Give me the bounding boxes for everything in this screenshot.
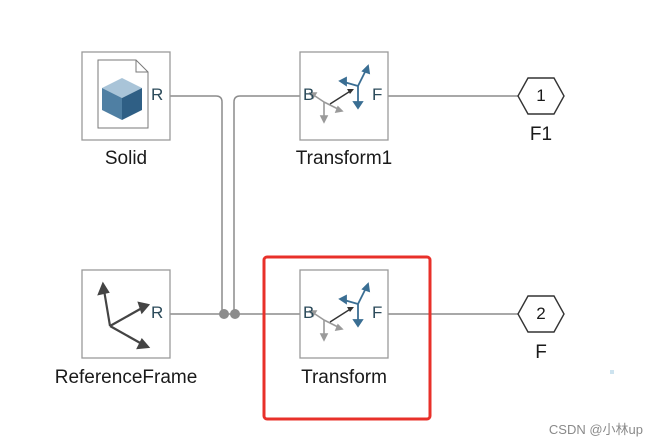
outport-1-number: 1	[536, 86, 546, 105]
transform-port-f: F	[372, 303, 383, 322]
outport-2-label: F	[535, 342, 547, 363]
cube-icon	[102, 78, 142, 120]
solid-label: Solid	[104, 148, 148, 169]
transform1-block[interactable]	[299, 51, 389, 141]
reference-axes-icon	[97, 281, 151, 350]
reference-port-r: R	[151, 303, 164, 322]
transform-frames-icon	[308, 282, 371, 342]
transform1-port-f: F	[372, 85, 383, 104]
reference-frame-block[interactable]	[81, 269, 171, 359]
line-junction-to-transform1	[233, 95, 300, 314]
transform1-frames-icon	[308, 64, 371, 124]
reference-frame-label: ReferenceFrame	[54, 367, 198, 388]
highlight-box	[262, 255, 432, 421]
transform-port-b: B	[303, 303, 315, 322]
outport-2-hexagon[interactable]	[517, 295, 565, 333]
outport-1-label: F1	[529, 124, 553, 145]
canvas-dot	[610, 370, 614, 374]
transform1-label: Transform1	[295, 148, 393, 169]
solid-block[interactable]	[81, 51, 171, 141]
solid-port-r: R	[151, 85, 164, 104]
outport-1-hexagon[interactable]	[517, 77, 565, 115]
line-solid-to-junction	[170, 95, 223, 314]
transform-label: Transform	[301, 367, 387, 388]
watermark: CSDN @小林up	[548, 422, 643, 437]
transform-block[interactable]	[299, 269, 389, 359]
junction-dot-left	[219, 309, 229, 319]
outport-2-number: 2	[536, 304, 546, 323]
transform1-port-b: B	[303, 85, 315, 104]
junction-dot-right	[230, 309, 240, 319]
